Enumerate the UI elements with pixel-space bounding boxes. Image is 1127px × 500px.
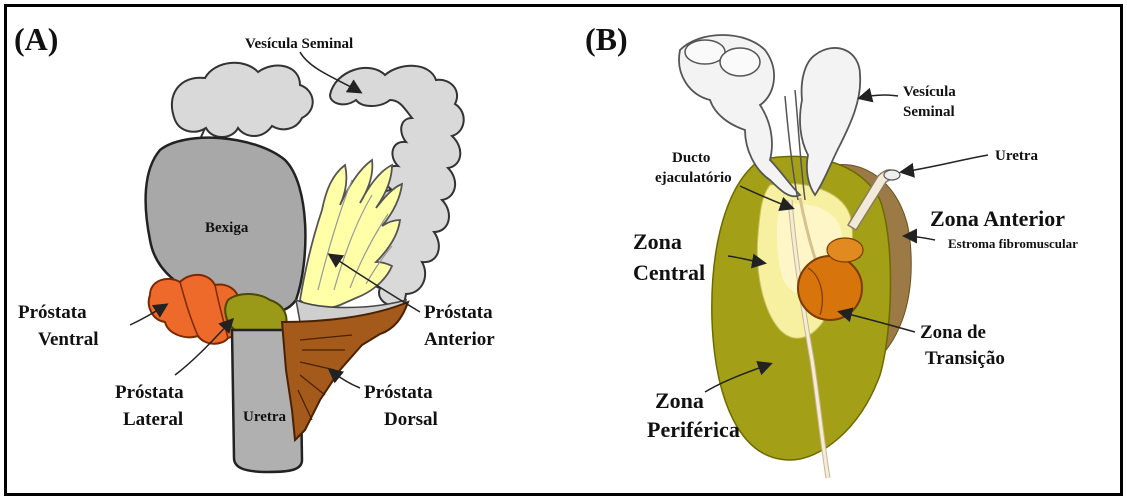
label-seminal-b-2: Seminal xyxy=(903,104,955,120)
label-stroma: Estroma fibromuscular xyxy=(948,236,1078,251)
label-bladder: Bexiga xyxy=(205,220,249,236)
label-peripheral-1: Zona xyxy=(655,388,704,413)
label-ventral-1: Próstata xyxy=(18,302,87,323)
label-duct-1: Ducto xyxy=(672,150,710,166)
label-anterior-zone: Zona Anterior xyxy=(930,206,1065,231)
label-anterior-1: Próstata xyxy=(424,302,493,323)
seminal-vesicle-left-shape xyxy=(172,63,313,137)
label-central-1: Zona xyxy=(633,229,682,254)
label-duct-2: ejaculatório xyxy=(655,170,732,186)
label-seminal-b-1: Vesícula xyxy=(903,84,956,100)
label-lateral-2: Lateral xyxy=(123,409,183,430)
label-dorsal-2: Dorsal xyxy=(384,409,438,430)
panel-b: (B) Vesícula Seminal Uretra xyxy=(585,21,1078,478)
label-transition-1: Zona de xyxy=(920,322,986,343)
label-urethra-a: Uretra xyxy=(243,409,287,425)
label-lateral-1: Próstata xyxy=(115,382,184,403)
label-ventral-2: Ventral xyxy=(38,329,99,350)
panel-a: (A) Vesícula Seminal Bexiga Uretra Próst… xyxy=(14,21,495,472)
label-anterior-2: Anterior xyxy=(424,329,495,350)
label-seminal-vesicle-a: Vesícula Seminal xyxy=(245,36,353,52)
transition-zone-shape xyxy=(798,256,862,320)
label-urethra-b: Uretra xyxy=(995,148,1039,164)
panel-b-tag: (B) xyxy=(585,21,628,57)
label-peripheral-2: Periférica xyxy=(647,417,740,442)
label-dorsal-1: Próstata xyxy=(364,382,433,403)
label-transition-2: Transição xyxy=(925,348,1005,369)
label-central-2: Central xyxy=(633,260,705,285)
panel-a-tag: (A) xyxy=(14,21,58,57)
